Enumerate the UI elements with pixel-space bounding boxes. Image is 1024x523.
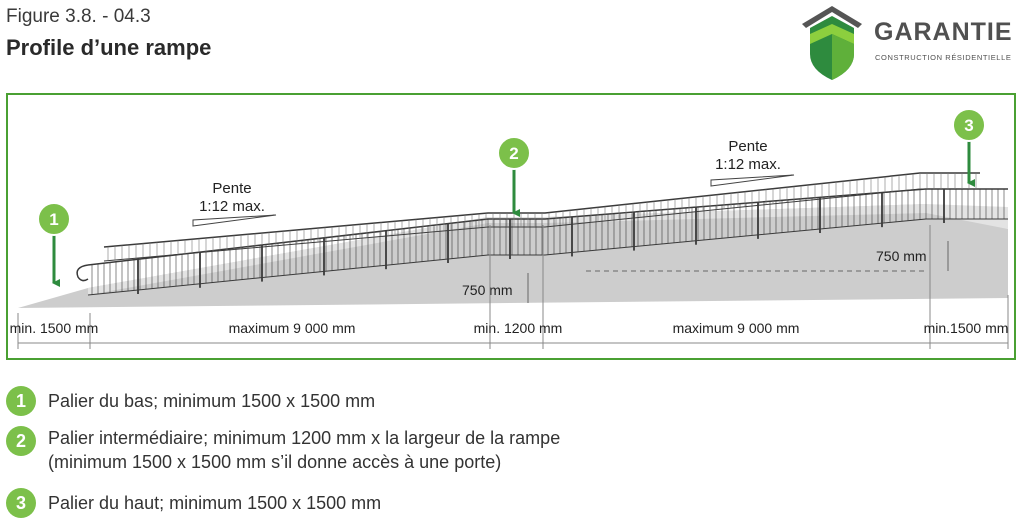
dim-label-4: maximum 9 000 mm [673, 320, 800, 336]
handrail-end-loop [76, 264, 89, 282]
house-shield-icon [802, 6, 862, 80]
railing [87, 172, 1008, 296]
legend-text-3: Palier du haut; minimum 1500 x 1500 mm [48, 493, 382, 513]
legend-number-3: 3 [6, 488, 36, 518]
ramp-profile-diagram: Pente 1:12 max. Pente 1:12 max. 750 mm 7… [6, 93, 1016, 360]
slope-label-1-line2: 1:12 max. [199, 198, 265, 215]
marker-2: 2 [497, 136, 531, 217]
slope-label-2-line1: Pente [728, 138, 767, 155]
marker-3: 3 [952, 108, 986, 187]
slope-indicator-1 [192, 214, 277, 227]
logo-subtitle: CONSTRUCTION RÉSIDENTIELLE [875, 53, 1012, 62]
marker-1-label: 1 [49, 210, 58, 229]
dim-label-5: min.1500 mm [924, 320, 1009, 336]
slope-label-2-line2: 1:12 max. [715, 156, 781, 173]
dimension-lines [17, 225, 1009, 349]
legend-number-2: 2 [6, 426, 36, 456]
dim-label-3: min. 1200 mm [474, 320, 563, 336]
marker-1: 1 [37, 202, 71, 287]
figure-number: Figure 3.8. - 04.3 [6, 6, 151, 27]
slope-label-1-line1: Pente [212, 180, 251, 197]
marker-3-label: 3 [964, 116, 973, 135]
legend-text-2b: (minimum 1500 x 1500 mm s’il donne accès… [48, 452, 502, 472]
slope-indicator-2 [710, 174, 795, 187]
legend-text-2a: Palier intermédiaire; minimum 1200 mm x … [48, 428, 561, 448]
garantie-logo: GARANTIE CONSTRUCTION RÉSIDENTIELLE [800, 4, 1024, 82]
dim-label-1: min. 1500 mm [10, 320, 99, 336]
height-label-1: 750 mm [462, 282, 513, 298]
figure-title: Profile d’une rampe [6, 35, 212, 60]
dim-label-2: maximum 9 000 mm [229, 320, 356, 336]
legend-number-1: 1 [6, 386, 36, 416]
height-label-2: 750 mm [876, 248, 927, 264]
ramp-body [18, 204, 1008, 308]
marker-2-label: 2 [509, 144, 518, 163]
logo-name: GARANTIE [874, 18, 1013, 46]
legend-text-1: Palier du bas; minimum 1500 x 1500 mm [48, 391, 376, 411]
